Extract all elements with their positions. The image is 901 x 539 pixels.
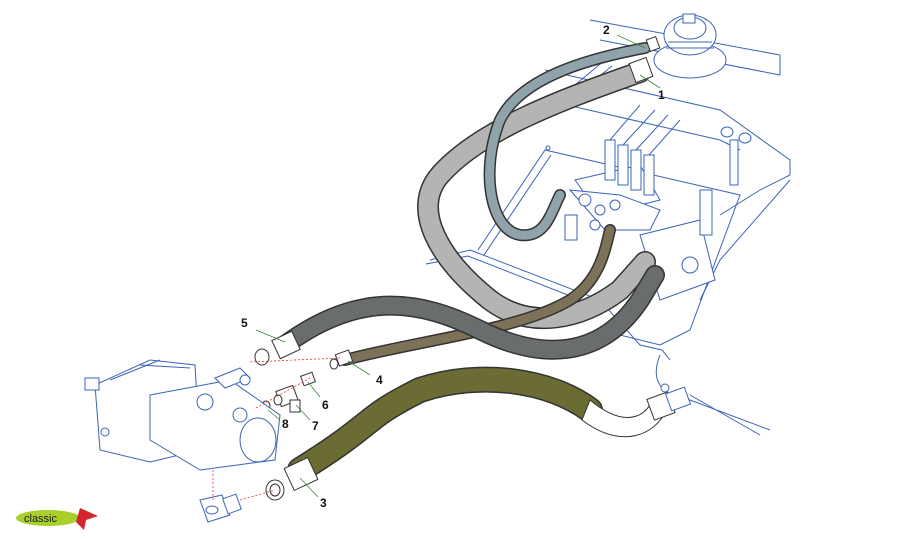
logo-star-icon [76, 508, 98, 530]
tank-filler-cap [653, 13, 727, 79]
callout-3: 3 [320, 496, 327, 510]
callout-7: 7 [312, 419, 319, 433]
hose-5 [275, 265, 665, 360]
logo-text: classic [24, 513, 58, 525]
hose-4 [339, 224, 616, 366]
explode-lines [212, 357, 341, 501]
callout-6: 6 [322, 398, 329, 412]
callout-5: 5 [241, 316, 248, 330]
hose-1 [417, 61, 656, 330]
hose-2 [483, 42, 651, 242]
part-7-tee-fitting [273, 384, 301, 413]
callout-1: 1 [658, 88, 665, 102]
part-6-adapter [300, 371, 316, 387]
hose-3 [287, 366, 692, 483]
callout-8: 8 [282, 417, 289, 431]
leader-lines [255, 34, 661, 498]
classic-logo: classic [16, 508, 98, 530]
callout-2: 2 [603, 23, 610, 37]
callout-4: 4 [376, 373, 383, 387]
control-valve-block [545, 104, 752, 301]
pump-gearbox [84, 359, 281, 523]
